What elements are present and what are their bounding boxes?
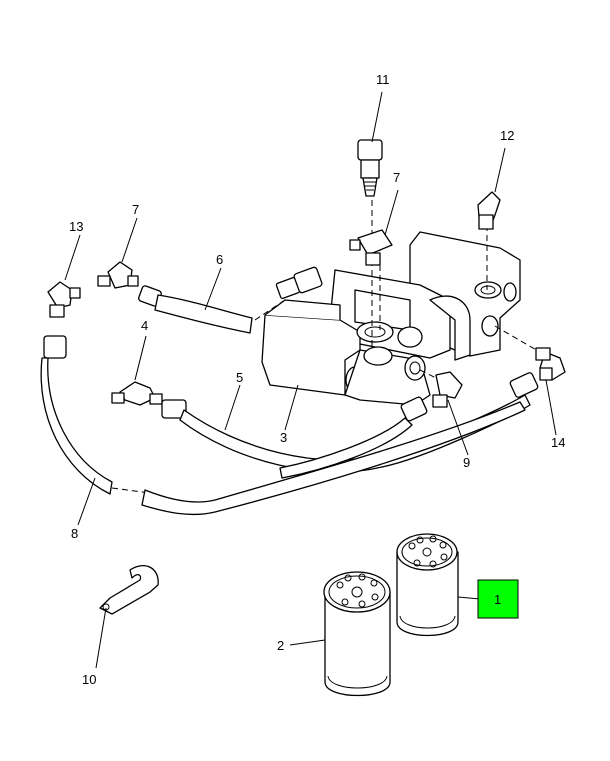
callout-4: 4 <box>141 318 148 333</box>
callout-7-left: 7 <box>132 202 139 217</box>
assembly-lines <box>111 190 546 494</box>
elbow-fitting-9 <box>432 371 463 408</box>
filter-element-2 <box>323 571 391 697</box>
elbow-fitting-14 <box>535 347 566 381</box>
fuel-hose-6 <box>138 266 323 334</box>
filter-element-1 <box>396 533 459 637</box>
elbow-fitting-13 <box>47 281 81 318</box>
callout-3: 3 <box>280 430 287 445</box>
callout-7-right: 7 <box>393 170 400 185</box>
banjo-bolt-fitting <box>357 139 383 197</box>
tee-fitting-upper <box>349 229 393 266</box>
tee-fitting-left <box>97 261 139 289</box>
callout-6: 6 <box>216 252 223 267</box>
callout-10: 10 <box>82 672 96 687</box>
highlight-box-part-1 <box>477 579 519 619</box>
elbow-fitting-upper <box>477 191 501 230</box>
leader-lines <box>64 91 557 669</box>
fuel-line-5 <box>161 372 539 479</box>
filter-base-housing <box>261 231 521 406</box>
callout-12: 12 <box>500 128 514 143</box>
callout-1: 1 <box>494 592 501 607</box>
callout-2: 2 <box>277 638 284 653</box>
callout-13: 13 <box>69 219 83 234</box>
callout-5: 5 <box>236 370 243 385</box>
callout-11: 11 <box>376 72 390 87</box>
callout-14: 14 <box>551 435 565 450</box>
callout-8: 8 <box>71 526 78 541</box>
callout-labels: 1 2 3 4 5 6 7 7 8 9 10 11 12 13 14 <box>69 72 565 687</box>
fuel-line-8 <box>40 335 526 516</box>
callout-9: 9 <box>463 455 470 470</box>
clamp-10 <box>99 565 159 615</box>
fitting-4 <box>111 381 163 406</box>
